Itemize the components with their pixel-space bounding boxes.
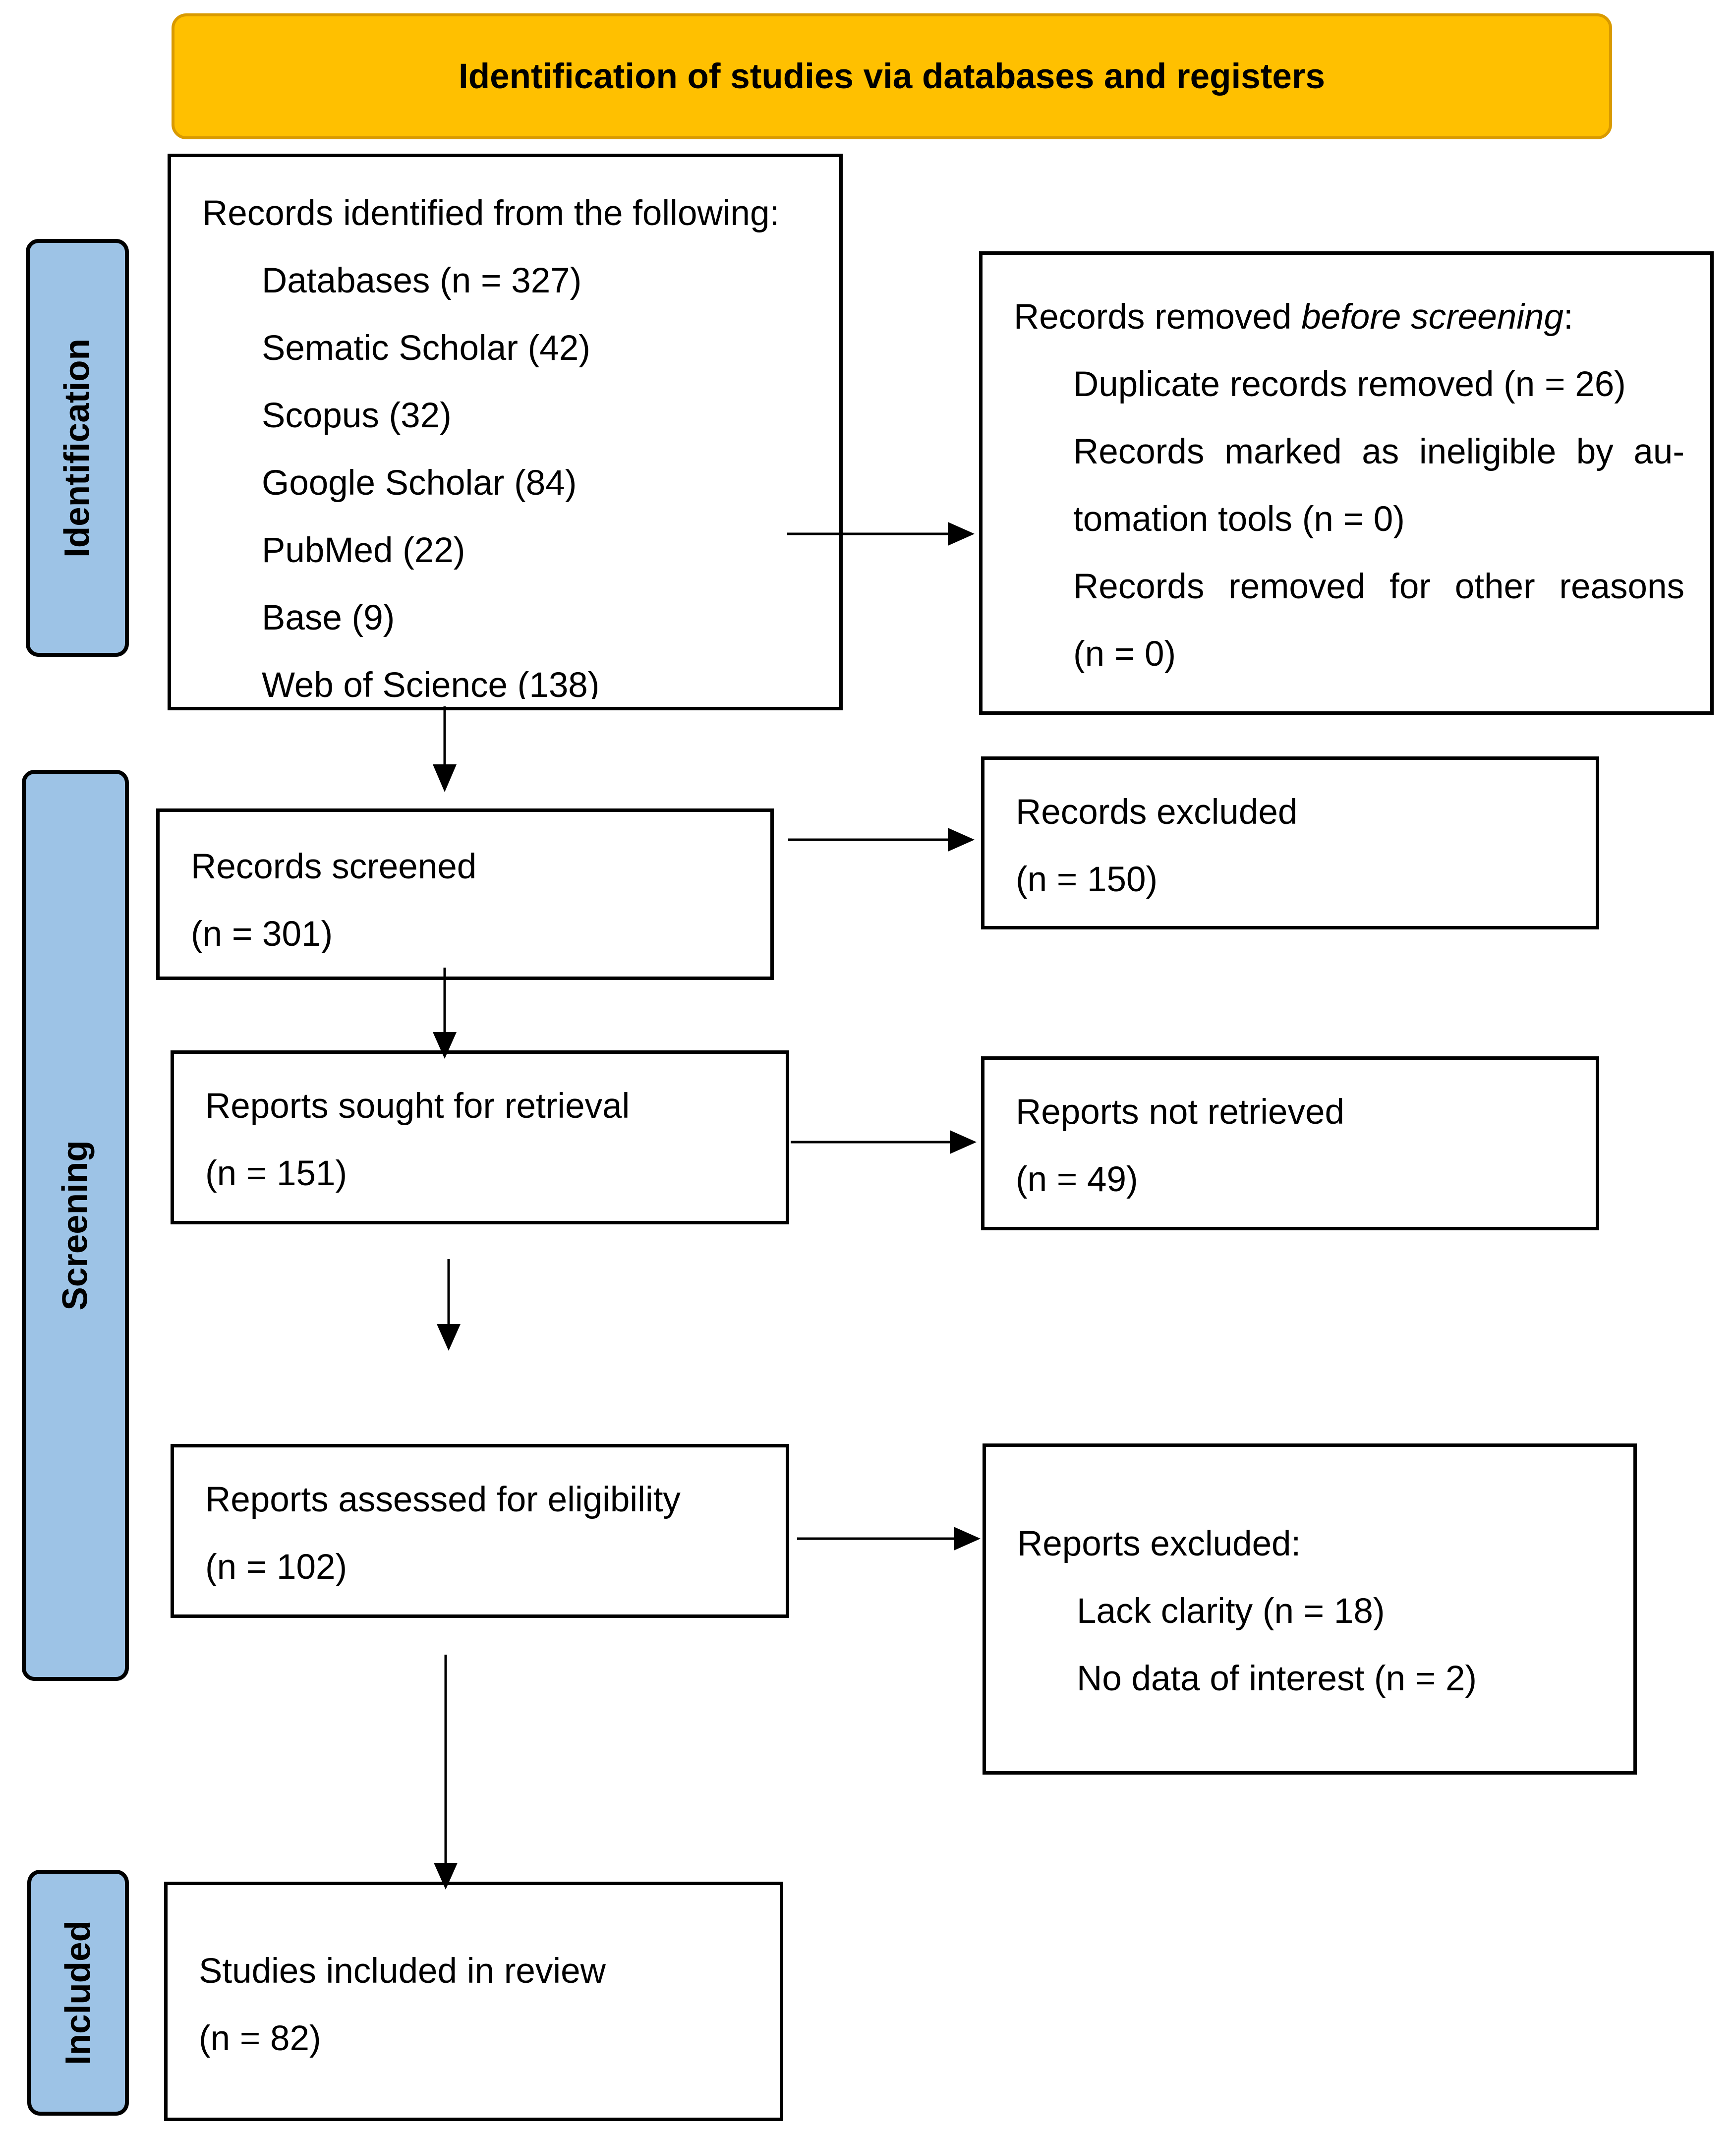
records-removed-title: Records removed before screening:	[1014, 297, 1573, 337]
excluded-reason: No data of interest (n = 2)	[1077, 1659, 1477, 1698]
box-title: Records excluded	[1016, 793, 1298, 832]
source-item: Databases (n = 327)	[262, 261, 582, 300]
box-title: Studies included in review	[199, 1952, 606, 1991]
box-title: Reports sought for retrieval	[205, 1087, 630, 1126]
header-title: Identification of studies via databases …	[459, 57, 1325, 96]
arrowhead	[434, 1863, 458, 1890]
box-title: Records screened	[191, 847, 477, 886]
source-item: Web of Science (138)	[262, 666, 600, 699]
records-removed-box: Records removed before screening: Duplic…	[979, 251, 1714, 715]
records-identified-box: Records identified from the following: D…	[168, 154, 843, 710]
removed-line: (n = 0)	[1073, 634, 1176, 674]
arrowhead	[950, 1130, 977, 1154]
phase-screening: Screening	[22, 770, 129, 1681]
removed-line: Duplicate records removed (n = 26)	[1073, 365, 1626, 404]
source-item: Google Scholar (84)	[262, 463, 577, 503]
excluded-reason: Lack clarity (n = 18)	[1077, 1592, 1385, 1631]
records-screened-box: Records screened (n = 301)	[156, 808, 774, 980]
records-identified-title: Records identified from the following:	[202, 194, 780, 233]
box-count: (n = 82)	[199, 2019, 321, 2058]
box-title: Reports assessed for eligibility	[205, 1480, 681, 1519]
source-item: PubMed (22)	[262, 531, 465, 570]
phase-included: Included	[27, 1870, 129, 2116]
source-item-clip: Web of Science (138)	[262, 665, 757, 699]
box-title: Reports excluded:	[1017, 1524, 1301, 1563]
arrowhead	[948, 828, 975, 852]
arrowhead	[954, 1527, 981, 1551]
reports-assessed-box: Reports assessed for eligibility (n = 10…	[171, 1444, 789, 1618]
studies-included-box: Studies included in review (n = 82)	[164, 1882, 783, 2121]
records-excluded-box: Records excluded (n = 150)	[981, 756, 1599, 929]
arrowhead	[433, 1032, 457, 1059]
box-count: (n = 151)	[205, 1154, 347, 1193]
box-count: (n = 102)	[205, 1548, 347, 1587]
header-banner: Identification of studies via databases …	[172, 13, 1612, 139]
box-count: (n = 150)	[1016, 860, 1158, 899]
arrowhead	[433, 764, 457, 792]
box-count: (n = 301)	[191, 915, 333, 954]
reports-excluded-box: Reports excluded: Lack clarity (n = 18) …	[983, 1443, 1637, 1775]
source-item: Base (9)	[262, 598, 395, 637]
reports-not-retrieved-box: Reports not retrieved (n = 49)	[981, 1056, 1599, 1230]
box-title: Reports not retrieved	[1016, 1093, 1344, 1132]
box-count: (n = 49)	[1016, 1160, 1138, 1199]
reports-sought-box: Reports sought for retrieval (n = 151)	[171, 1050, 789, 1224]
arrowhead	[437, 1324, 461, 1351]
removed-line: tomation tools (n = 0)	[1073, 500, 1405, 539]
arrowhead	[948, 522, 975, 546]
phase-identification: Identification	[26, 239, 129, 657]
source-item: Sematic Scholar (42)	[262, 329, 590, 368]
source-item: Scopus (32)	[262, 396, 452, 435]
